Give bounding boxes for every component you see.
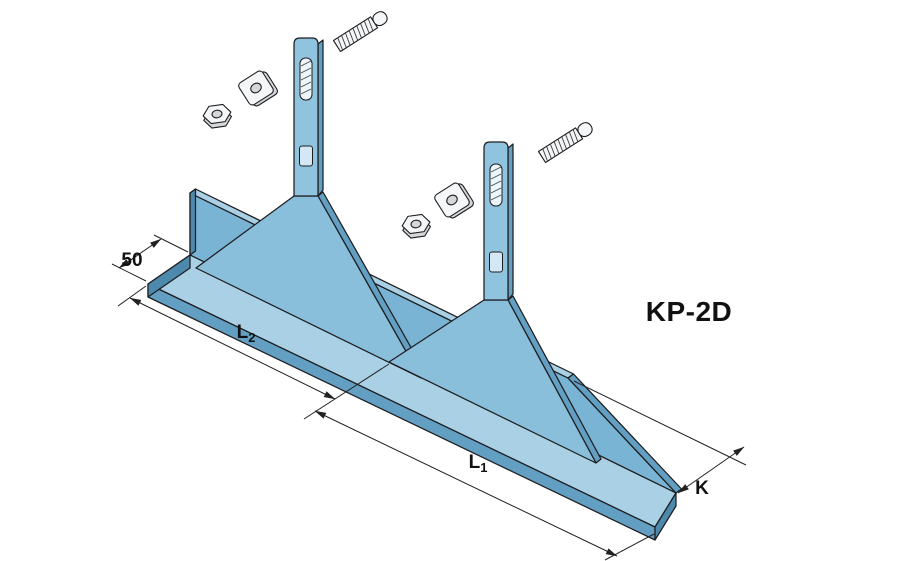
dimension-line — [129, 297, 336, 400]
flange-cut-end-face — [654, 492, 677, 541]
extension-line — [153, 234, 189, 253]
tab-1-side-face — [317, 39, 324, 197]
dimension-line — [314, 410, 618, 557]
web-left-edge — [189, 188, 197, 256]
dimension-50: 50 — [111, 234, 189, 282]
dimension-line — [118, 238, 162, 269]
gusset-1 — [195, 37, 427, 379]
dim-l1-sub: 1 — [480, 460, 487, 475]
bolt-thread-lines — [542, 129, 579, 162]
stud-bolt-1 — [332, 11, 388, 53]
extension-line — [303, 363, 390, 420]
tab-1-slot — [299, 57, 313, 101]
fastener-set-2 — [401, 122, 593, 239]
bolt-dome-tip — [577, 122, 593, 138]
dim-l1-base: L — [469, 452, 481, 473]
dim-label-50: 50 — [121, 250, 142, 271]
slot-thread-hatch — [300, 60, 312, 95]
stud-bolt-2 — [537, 122, 593, 164]
dim-l2-sub: 2 — [248, 330, 255, 345]
washer-hole — [446, 194, 458, 206]
dimension-line — [677, 446, 745, 494]
nut-hole — [410, 219, 422, 229]
square-washer-1 — [238, 70, 278, 107]
hex-nut-1 — [202, 103, 233, 129]
product-label: KP-2D — [646, 296, 733, 327]
dimension-l1: L1 — [314, 410, 655, 561]
dim-label-l2: L2 — [237, 322, 256, 345]
washer-hole — [250, 82, 262, 94]
nut-hole — [211, 109, 223, 119]
dimension-k: K — [573, 380, 747, 499]
square-washer-2 — [434, 182, 474, 219]
tab-1-hole — [299, 145, 313, 167]
tab-2-side-face — [507, 143, 514, 301]
bolt-dome-tip — [372, 11, 388, 27]
dimension-l2: L2 — [117, 285, 390, 420]
dim-label-l1: L1 — [469, 452, 488, 475]
extension-line — [604, 533, 655, 561]
flange-left-end-face — [147, 254, 191, 298]
dim-label-k: K — [695, 478, 709, 499]
tab-2-slot — [489, 163, 503, 207]
fastener-set-1 — [202, 11, 388, 129]
dim-l2-base: L — [237, 322, 249, 343]
extension-line — [117, 285, 147, 307]
slot-thread-hatch — [490, 166, 502, 201]
hex-nut-2 — [401, 213, 432, 239]
bolt-thread-lines — [337, 18, 374, 51]
extension-line — [111, 263, 147, 282]
tab-2-hole — [489, 251, 503, 273]
